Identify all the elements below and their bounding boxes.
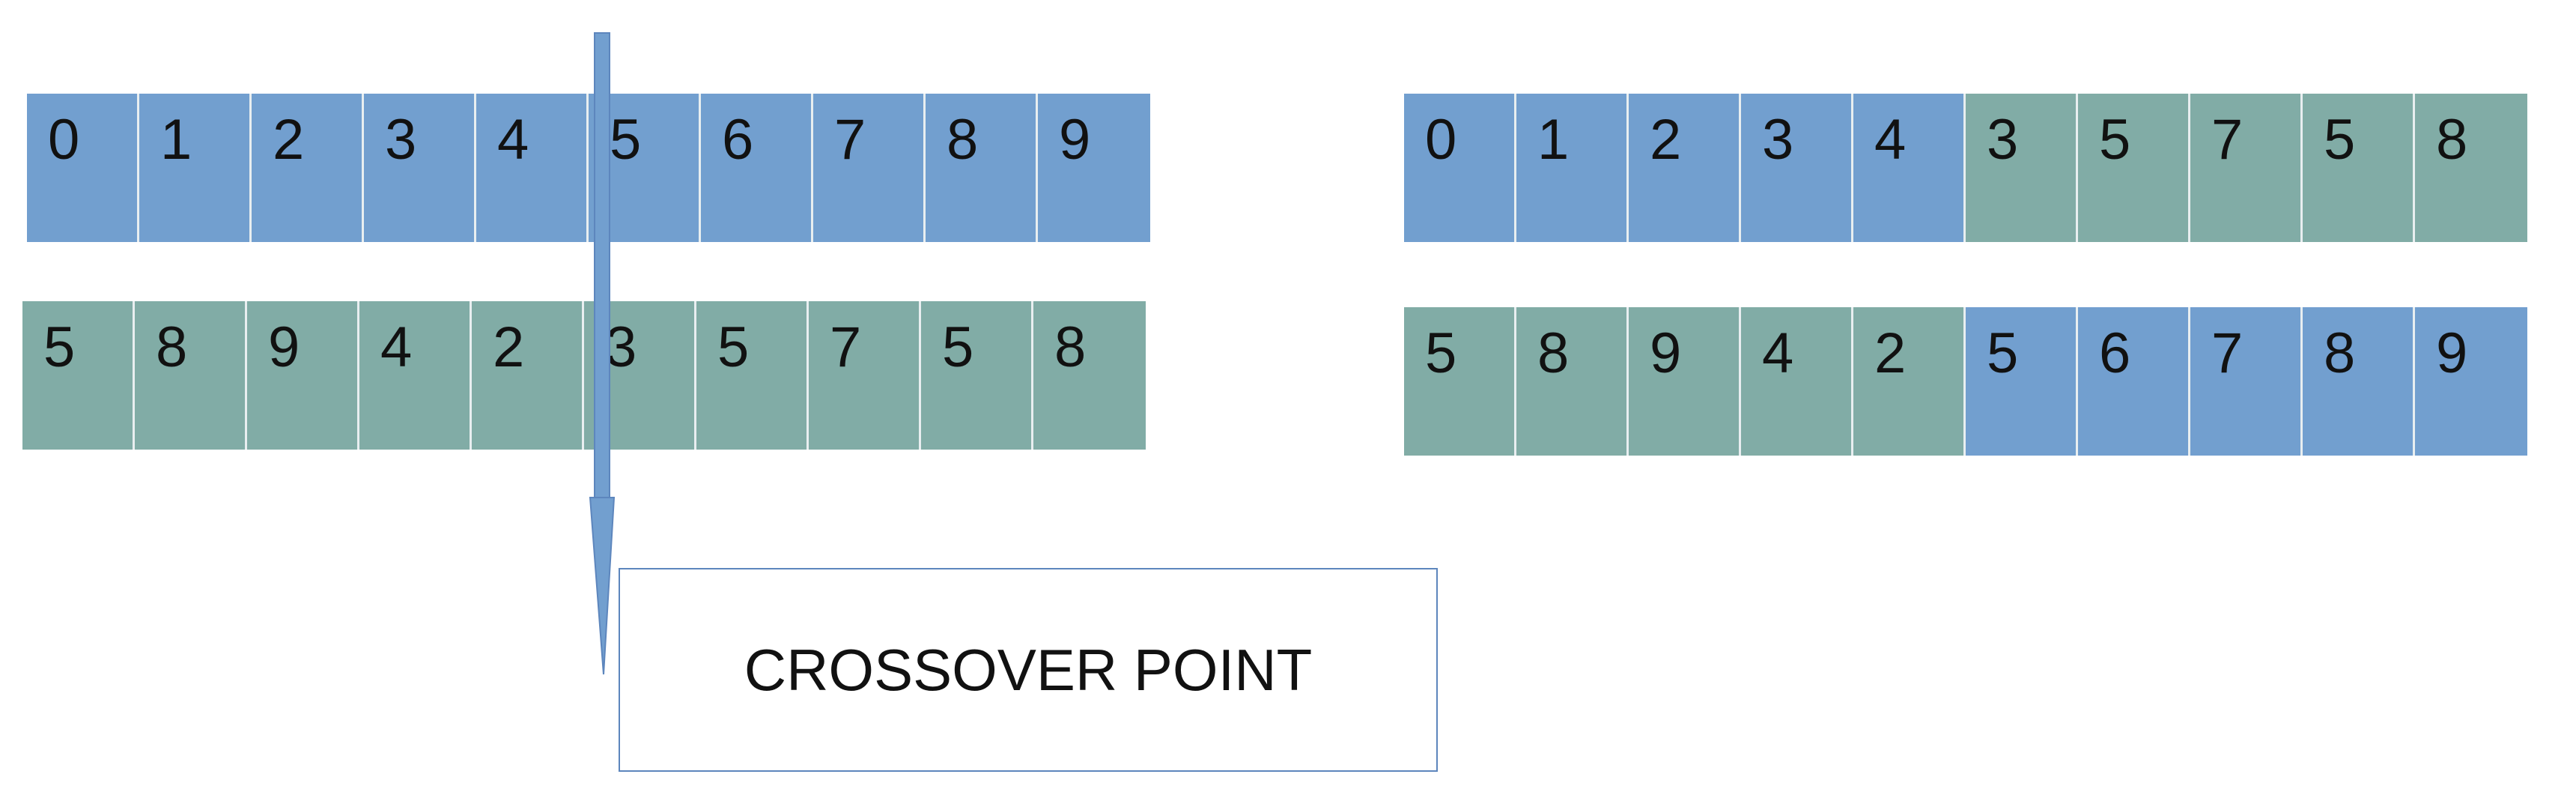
child2-gene-cell: 5: [1966, 307, 2078, 456]
child2-gene-value: 9: [1650, 321, 1682, 385]
child2-gene-value: 4: [1762, 321, 1794, 385]
parent1-gene-cell: 9: [1038, 94, 1150, 242]
parent1-gene-value: 0: [48, 108, 80, 172]
parent2-gene-cell: 5: [696, 301, 809, 450]
child2-gene-cell: 2: [1853, 307, 1966, 456]
child1-gene-value: 4: [1874, 108, 1907, 172]
child1-gene-cell: 8: [2415, 94, 2527, 242]
parent2-gene-value: 4: [380, 315, 413, 379]
child1-gene-value: 0: [1425, 108, 1457, 172]
child1-gene-cell: 0: [1404, 94, 1516, 242]
child1-gene-value: 5: [2099, 108, 2131, 172]
parent2-gene-value: 9: [268, 315, 300, 379]
parent2-gene-cell: 2: [472, 301, 584, 450]
parent2-gene-value: 3: [605, 315, 637, 379]
parent2-gene-value: 8: [156, 315, 188, 379]
parent1-gene-value: 4: [497, 108, 529, 172]
parent1-gene-value: 8: [947, 108, 979, 172]
child1-gene-value: 5: [2324, 108, 2356, 172]
parent2-gene-value: 2: [493, 315, 525, 379]
parent2-gene-cell: 4: [359, 301, 472, 450]
child2-gene-cell: 7: [2190, 307, 2303, 456]
parent2-gene-value: 8: [1054, 315, 1087, 379]
child1-gene-cell: 4: [1853, 94, 1966, 242]
parent1-gene-value: 7: [834, 108, 866, 172]
child2-gene-cell: 4: [1741, 307, 1853, 456]
child1-gene-value: 7: [2211, 108, 2244, 172]
child1-gene-value: 2: [1650, 108, 1682, 172]
child1-gene-value: 1: [1537, 108, 1570, 172]
parent1-gene-cell: 7: [813, 94, 926, 242]
parent1-gene-value: 3: [385, 108, 417, 172]
parent1-gene-value: 2: [273, 108, 305, 172]
parent2-gene-cell: 9: [247, 301, 359, 450]
child1-gene-value: 8: [2436, 108, 2468, 172]
parent1-gene-cell: 1: [139, 94, 252, 242]
child2-gene-value: 9: [2436, 321, 2468, 385]
child2-gene-value: 8: [2324, 321, 2356, 385]
child2-gene-cell: 6: [2078, 307, 2190, 456]
child2-gene-cell: 9: [2415, 307, 2527, 456]
child2-gene-value: 5: [1987, 321, 2019, 385]
child2-gene-value: 7: [2211, 321, 2244, 385]
parent1-gene-cell: 4: [476, 94, 589, 242]
child1-gene-cell: 5: [2078, 94, 2190, 242]
crossover-point-box: CROSSOVER POINT: [619, 568, 1438, 772]
child2-gene-cell: 9: [1629, 307, 1741, 456]
crossover-arrow-shaft: [594, 32, 610, 498]
child2-gene-value: 2: [1874, 321, 1907, 385]
parent-1-chromosome: 0 1 2 3 4 5 6 7 8 9: [27, 94, 1150, 242]
parent1-gene-cell: 6: [701, 94, 813, 242]
parent2-gene-value: 5: [717, 315, 750, 379]
parent1-gene-value: 9: [1059, 108, 1091, 172]
parent2-gene-cell: 8: [135, 301, 247, 450]
parent2-gene-value: 5: [43, 315, 76, 379]
parent1-gene-value: 1: [160, 108, 192, 172]
child1-gene-value: 3: [1987, 108, 2019, 172]
parent2-gene-cell: 8: [1033, 301, 1146, 450]
parent2-gene-cell: 7: [809, 301, 921, 450]
parent1-gene-cell: 0: [27, 94, 139, 242]
parent1-gene-cell: 8: [926, 94, 1038, 242]
child2-gene-cell: 5: [1404, 307, 1516, 456]
child1-gene-cell: 3: [1741, 94, 1853, 242]
parent2-gene-value: 7: [830, 315, 862, 379]
child2-gene-value: 6: [2099, 321, 2131, 385]
parent1-gene-value: 5: [610, 108, 642, 172]
child-1-chromosome: 0 1 2 3 4 3 5 7 5 8: [1404, 94, 2527, 242]
child-2-chromosome: 5 8 9 4 2 5 6 7 8 9: [1404, 307, 2527, 456]
parent2-gene-cell: 5: [22, 301, 135, 450]
child2-gene-value: 5: [1425, 321, 1457, 385]
parent2-gene-cell: 5: [921, 301, 1033, 450]
child2-gene-cell: 8: [1516, 307, 1629, 456]
crossover-arrow-head: [589, 497, 616, 675]
parent1-gene-value: 6: [722, 108, 754, 172]
crossover-point-label: CROSSOVER POINT: [744, 636, 1313, 703]
child2-gene-value: 8: [1537, 321, 1570, 385]
child1-gene-value: 3: [1762, 108, 1794, 172]
parent2-gene-value: 5: [942, 315, 974, 379]
parent1-gene-cell: 3: [364, 94, 476, 242]
child1-gene-cell: 3: [1966, 94, 2078, 242]
child1-gene-cell: 5: [2303, 94, 2415, 242]
child1-gene-cell: 1: [1516, 94, 1629, 242]
child1-gene-cell: 7: [2190, 94, 2303, 242]
parent1-gene-cell: 2: [252, 94, 364, 242]
child1-gene-cell: 2: [1629, 94, 1741, 242]
child2-gene-cell: 8: [2303, 307, 2415, 456]
